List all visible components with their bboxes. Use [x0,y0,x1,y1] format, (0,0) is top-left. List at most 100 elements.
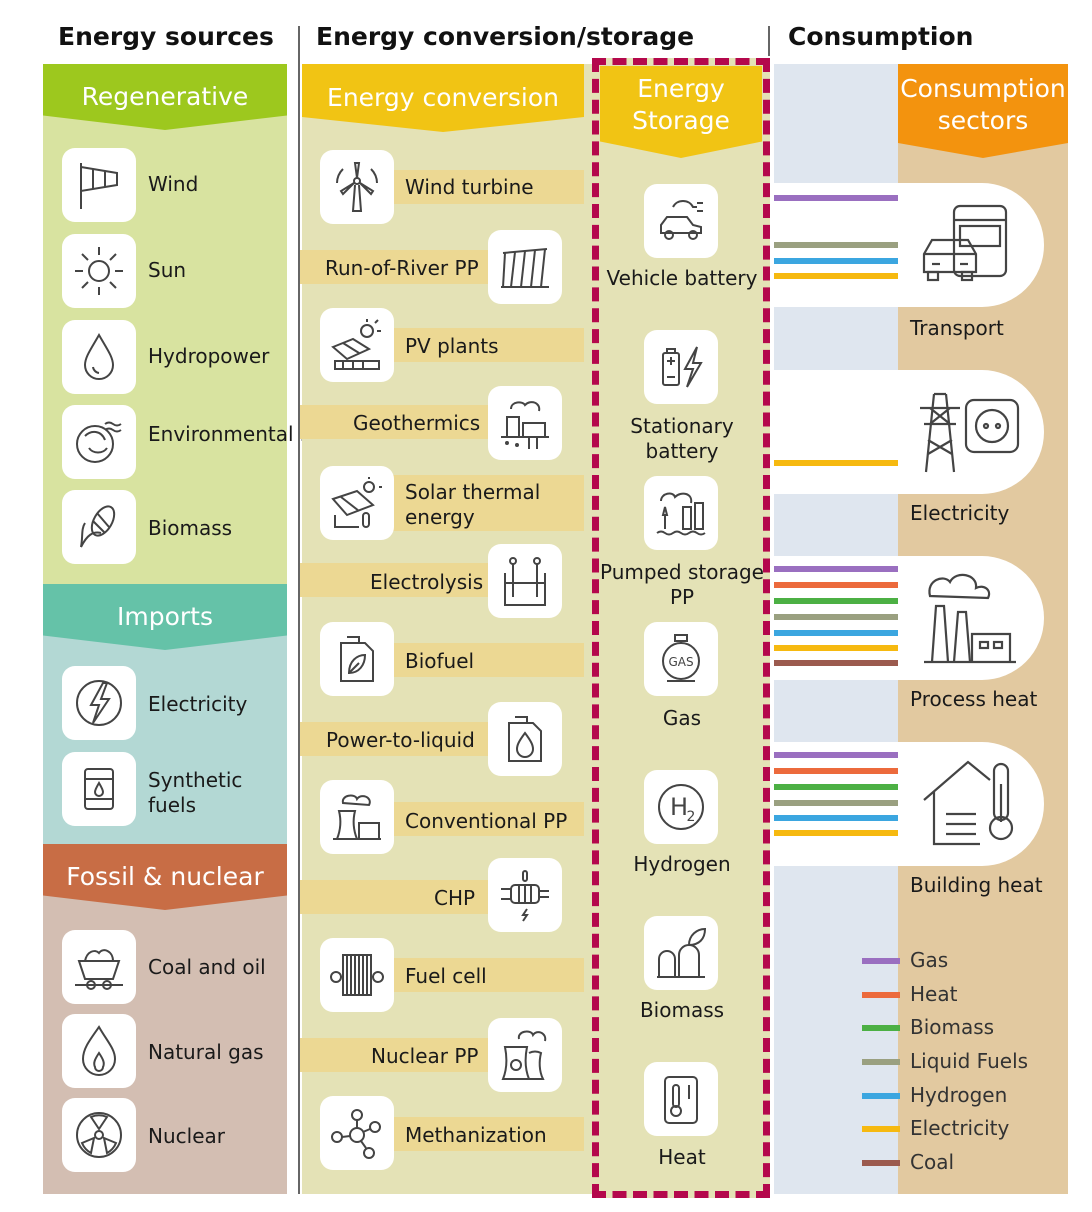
battery-bolt-icon [644,330,718,404]
conversion-chp-label: CHP [434,886,476,910]
storage-stationary-battery-label: Stationary battery [630,414,734,463]
legend-label-biomass: Biomass [910,1015,995,1039]
conversion-geothermics-label: Geothermics [353,411,481,435]
corn-icon [62,490,136,564]
legend-label-hydrogen: Hydrogen [910,1083,1008,1107]
pylon-socket-icon [916,384,1022,478]
wind-turbine-icon [320,150,394,224]
conversion-wind-turbine-label: Wind turbine [405,175,534,199]
header-consumption: Consumption [788,22,974,51]
sector-building-heat-label: Building heat [910,873,1043,897]
import-synthetic-fuels-label: Synthetic fuels [148,768,243,817]
conversion-run-of-river-label: Run-of-River PP [325,256,479,280]
electrolysis-icon [488,544,562,618]
conversion-fuel-cell-label: Fuel cell [405,964,487,988]
svg-text:GAS: GAS [668,655,693,669]
environmental-heat-icon [62,405,136,479]
storage-pumped-storage-label: Pumped storage PP [600,560,764,609]
conversion-biofuel-label: Biofuel [405,649,475,673]
fossil-natural-gas-label: Natural gas [148,1040,264,1064]
windsock-icon [62,148,136,222]
process-heat-line-hydrogen [774,630,898,636]
storage-hydrogen-label: Hydrogen [633,852,731,876]
divider-storage-consumption [768,26,770,56]
fossil-nuclear-banner: Fossil & nuclear [43,844,287,910]
regenerative-banner: Regenerative [43,64,287,130]
storage-heat-label: Heat [658,1145,706,1169]
fuel-cell-icon [320,938,394,1012]
building-heat-line-gas [774,752,898,758]
conversion-nuclear-pp-label: Nuclear PP [371,1044,479,1068]
nuclear-plant-icon [488,1018,562,1092]
legend-swatch-coal [862,1160,900,1166]
legend-swatch-hydrogen [862,1093,900,1099]
source-hydropower-label: Hydropower [148,344,270,368]
divider-sources-conversion [298,26,300,1194]
lightning-icon [62,666,136,740]
energy-storage-banner: Energy Storage [600,66,762,158]
house-thermometer-icon [920,754,1024,850]
heat-storage-icon [644,1062,718,1136]
header-energy-conversion-storage: Energy conversion/storage [316,22,695,51]
storage-gas-label: Gas [662,706,702,730]
process-heat-line-heat [774,582,898,588]
legend-swatch-electricity [862,1126,900,1132]
process-heat-line-gas [774,566,898,572]
consumption-sectors-banner: Consumption sectors [898,64,1068,158]
fossil-nuclear-label: Nuclear [148,1124,225,1148]
flame-icon [62,1014,136,1088]
radiation-icon [62,1098,136,1172]
legend-label-electricity: Electricity [910,1116,1010,1140]
legend-label-heat: Heat [910,982,958,1006]
conversion-pv-plants-label: PV plants [405,334,499,358]
pumped-storage-icon [644,476,718,550]
header-energy-sources: Energy sources [58,22,274,51]
fossil-coal-oil-label: Coal and oil [148,955,266,979]
gas-tank-icon: GAS [644,622,718,696]
legend-label-liquid-fuels: Liquid Fuels [910,1049,1029,1073]
geothermal-plant-icon [488,386,562,460]
process-heat-line-electricity [774,645,898,651]
conversion-power-to-liquid-label: Power-to-liquid [326,728,475,752]
transport-line-liquid-fuels [774,242,898,248]
legend-swatch-gas [862,958,900,964]
chp-engine-icon [488,858,562,932]
dam-icon [488,230,562,304]
coal-cart-icon [62,930,136,1004]
electricity-bubble [774,370,1044,494]
sector-electricity-label: Electricity [910,501,1010,525]
source-sun-label: Sun [148,258,187,282]
source-wind-label: Wind [148,172,199,196]
import-electricity-label: Electricity [148,692,248,716]
legend-label-gas: Gas [910,948,949,972]
biofuel-canister-icon [320,622,394,696]
electricity-line-electricity [774,460,898,466]
legend-swatch-heat [862,992,900,998]
power-plant-icon [320,780,394,854]
building-heat-line-liquid-fuels [774,800,898,806]
solar-panel-icon [320,308,394,382]
electric-car-icon [644,184,718,258]
building-heat-line-electricity [774,830,898,836]
solar-thermal-icon [320,466,394,540]
imports-banner: Imports [43,584,287,650]
transport-line-gas [774,195,898,201]
legend-swatch-liquid-fuels [862,1059,900,1065]
conversion-methanization-label: Methanization [405,1123,547,1147]
liquid-canister-icon [488,702,562,776]
methane-molecule-icon [320,1096,394,1170]
process-heat-line-liquid-fuels [774,614,898,620]
sun-icon [62,234,136,308]
biomass-tanks-icon [644,916,718,990]
storage-biomass-label: Biomass [639,998,725,1022]
building-heat-line-hydrogen [774,815,898,821]
energy-conversion-banner: Energy conversion [302,64,584,132]
svg-text:2: 2 [687,809,696,825]
building-heat-line-heat [774,768,898,774]
water-drop-icon [62,320,136,394]
legend-swatch-biomass [862,1025,900,1031]
sector-transport-label: Transport [910,316,1004,340]
process-heat-line-coal [774,660,898,666]
storage-vehicle-battery-label: Vehicle battery [606,266,758,290]
